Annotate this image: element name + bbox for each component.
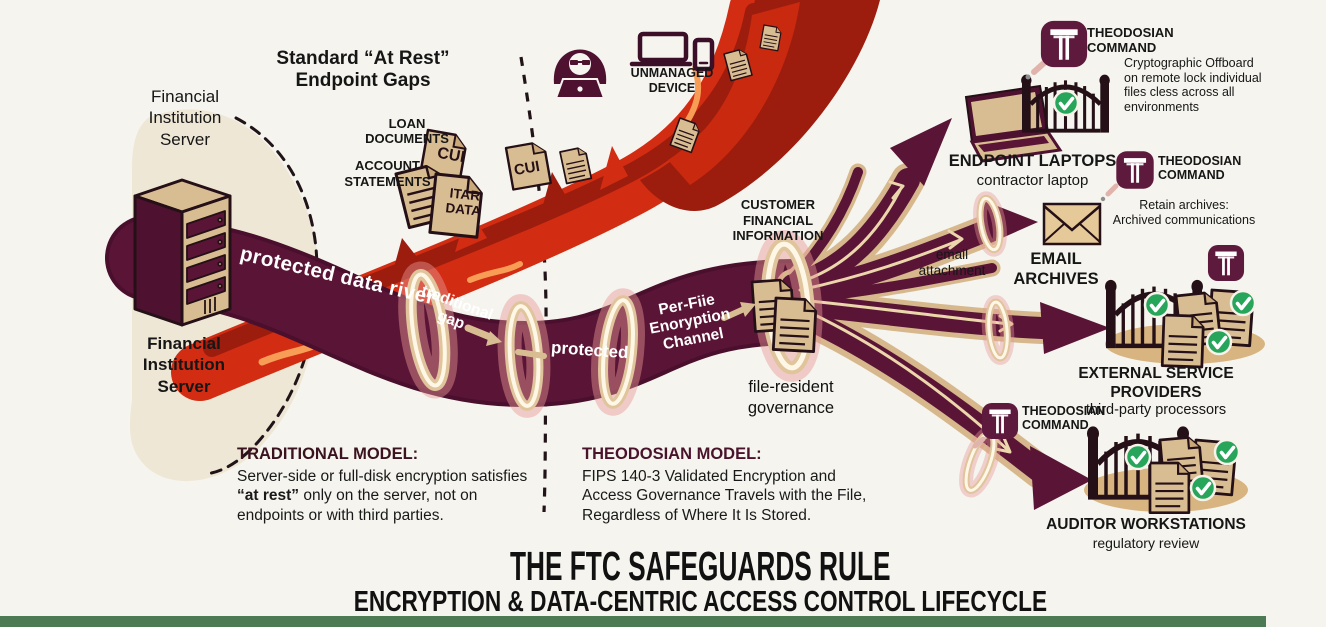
theodosian-model-block: THEODOSIAN MODEL: FIPS 140-3 Validated E…: [582, 445, 912, 525]
check-icon: [1052, 89, 1080, 117]
check-icon: [1124, 443, 1152, 471]
per-file-document-icon: [771, 296, 818, 353]
unmanaged-device-label: UNMANAGED DEVICE: [630, 66, 714, 95]
floating-document-icon: [759, 24, 783, 52]
external-providers-title: EXTERNAL SERVICE PROVIDERS: [1078, 365, 1234, 401]
theodosian-model-line1: FIPS 140-3 Validated Encryption and: [582, 467, 836, 485]
footer-title-block: THE FTC SAFEGUARDS RULE ENCRYPTION & DAT…: [74, 543, 1326, 618]
server-label-bottom: Financial Institution Server: [142, 334, 226, 396]
external-providers-block: EXTERNAL SERVICE PROVIDERS third-party p…: [1033, 365, 1279, 420]
theodosian-brand-1: THEODOSIAN COMMAND: [1087, 25, 1174, 55]
email-envelope-icon: [1042, 202, 1102, 246]
check-icon: [1189, 474, 1217, 502]
river-flow-arrows: [464, 302, 756, 359]
customer-financial-info-label: CUSTOMER FINANCIAL INFORMATION: [732, 197, 824, 244]
theodosian-brand-2: THEODOSIAN COMMAND: [1158, 154, 1242, 183]
arrowhead-auditor: [1030, 446, 1092, 510]
check-icon: [1205, 328, 1233, 356]
endpoint-laptops-block: ENDPOINT LAPTOPS contractor laptop: [940, 152, 1125, 190]
floating-document-icon: [559, 145, 593, 185]
dashed-divider-line: [519, 56, 548, 513]
check-icon: [1229, 289, 1257, 317]
arrowhead-external: [1040, 302, 1110, 354]
auditor-title: AUDITOR WORKSTATIONS: [1046, 516, 1246, 533]
auditor-document-icon: [1148, 461, 1191, 515]
loan-documents-label: LOAN DOCUMENTS: [365, 116, 449, 146]
theodosian-brand-3: THEODOSIAN COMMAND: [1022, 404, 1106, 433]
account-statements-label: ACCOUNT STATEMENTS: [344, 158, 431, 189]
traditional-model-line3: endpoints or with third parties.: [237, 506, 444, 524]
theodosian-model-title: THEODOSIAN MODEL:: [582, 445, 762, 463]
traditional-model-line2: “at rest” only on the server, not on: [237, 487, 478, 505]
hacker-icon: [553, 49, 607, 99]
endpoint-laptops-title: ENDPOINT LAPTOPS: [948, 152, 1117, 170]
theodosian-badge-endpoint: [1025, 20, 1088, 80]
itar-tag-label: ITAR DATA: [444, 185, 482, 219]
arrowhead-endpoint: [890, 118, 952, 186]
email-archives-title: EMAIL ARCHIVES: [1013, 250, 1099, 288]
check-icon: [1143, 291, 1171, 319]
traditional-model-block: TRADITIONAL MODEL: Server-side or full-d…: [237, 445, 547, 525]
server-label-top: Financial Institution Server: [148, 87, 222, 149]
check-icon: [1213, 438, 1241, 466]
esp-document-icon: [1160, 313, 1205, 369]
theodosian-badge-external: [1207, 244, 1245, 282]
file-resident-governance-label: file-resident governance: [747, 378, 835, 417]
email-attachment-label: email attachment: [918, 247, 986, 279]
auditor-block: AUDITOR WORKSTATIONS regulatory review: [1030, 516, 1262, 551]
auditor-subtitle: regulatory review: [1092, 534, 1200, 551]
footer-subtitle: ENCRYPTION & DATA-CENTRIC ACCESS CONTROL…: [353, 586, 1047, 618]
crypto-offboard-note: Cryptographic Offboard on remote lock in…: [1124, 56, 1262, 114]
traditional-model-line1: Server-side or full-disk encryption sati…: [237, 467, 528, 485]
traditional-model-title: TRADITIONAL MODEL:: [237, 445, 419, 463]
theodosian-badge-auditor: [972, 402, 1019, 449]
gaps-heading: Standard “At Rest” Endpoint Gaps: [276, 48, 450, 91]
theodosian-badge-email: [1100, 151, 1154, 202]
footer-green-bar: [0, 616, 1266, 627]
retain-archives-note: Retain archives: Archived communications: [1112, 198, 1256, 227]
financial-server-icon: [133, 178, 232, 327]
theodosian-model-line3: Regardless of Where It Is Stored.: [582, 506, 812, 524]
footer-title: THE FTC SAFEGUARDS RULE: [509, 543, 891, 589]
external-providers-subtitle: third-party processors: [1085, 402, 1227, 419]
unmanaged-device-icon: [629, 31, 715, 72]
endpoint-laptops-subtitle: contractor laptop: [976, 171, 1089, 189]
theodosian-model-line2: Access Governance Travels with the File,: [582, 487, 867, 505]
